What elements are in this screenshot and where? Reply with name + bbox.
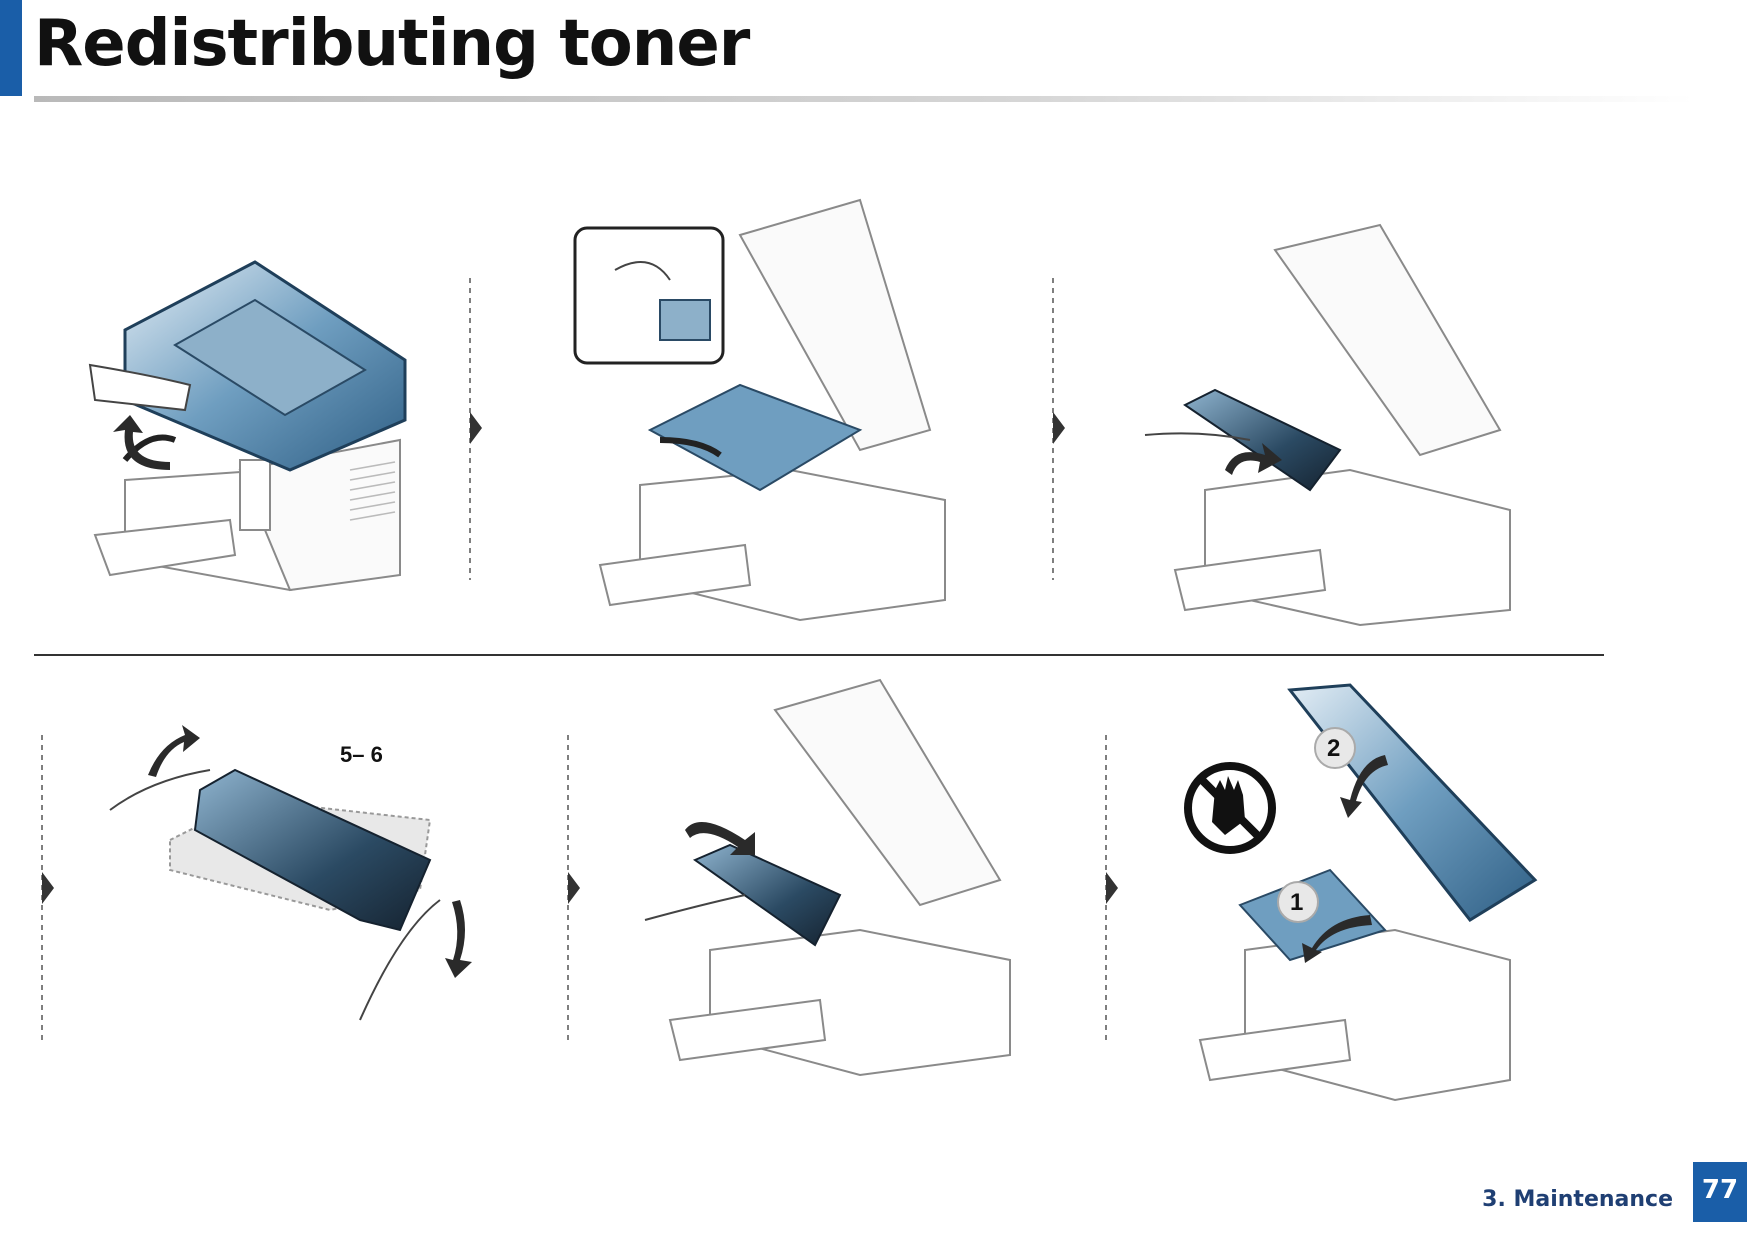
step-range-label: 5– 6 bbox=[340, 742, 383, 767]
arrow-right-icon bbox=[470, 412, 482, 444]
step-2-illustration bbox=[575, 200, 945, 620]
step-4-illustration bbox=[110, 725, 472, 1020]
callout-1: 1 bbox=[1290, 889, 1303, 916]
rotate-arrow-icon bbox=[148, 725, 200, 777]
arrow-right-icon bbox=[42, 872, 54, 904]
arrow-right-icon bbox=[568, 872, 580, 904]
step-6-illustration bbox=[1200, 685, 1535, 1100]
rotate-arrow-icon bbox=[445, 900, 472, 978]
no-touch-icon bbox=[1188, 766, 1272, 850]
callout-2: 2 bbox=[1327, 735, 1340, 762]
step-5-illustration bbox=[645, 680, 1010, 1075]
section-divider bbox=[34, 654, 1604, 656]
page-number: 77 bbox=[1693, 1162, 1747, 1222]
arrow-right-icon bbox=[1053, 412, 1065, 444]
step-3-illustration bbox=[1145, 225, 1510, 625]
footer-section-label: 3. Maintenance bbox=[1482, 1187, 1673, 1212]
arrow-right-icon bbox=[1106, 872, 1118, 904]
step-1-illustration bbox=[90, 262, 405, 590]
